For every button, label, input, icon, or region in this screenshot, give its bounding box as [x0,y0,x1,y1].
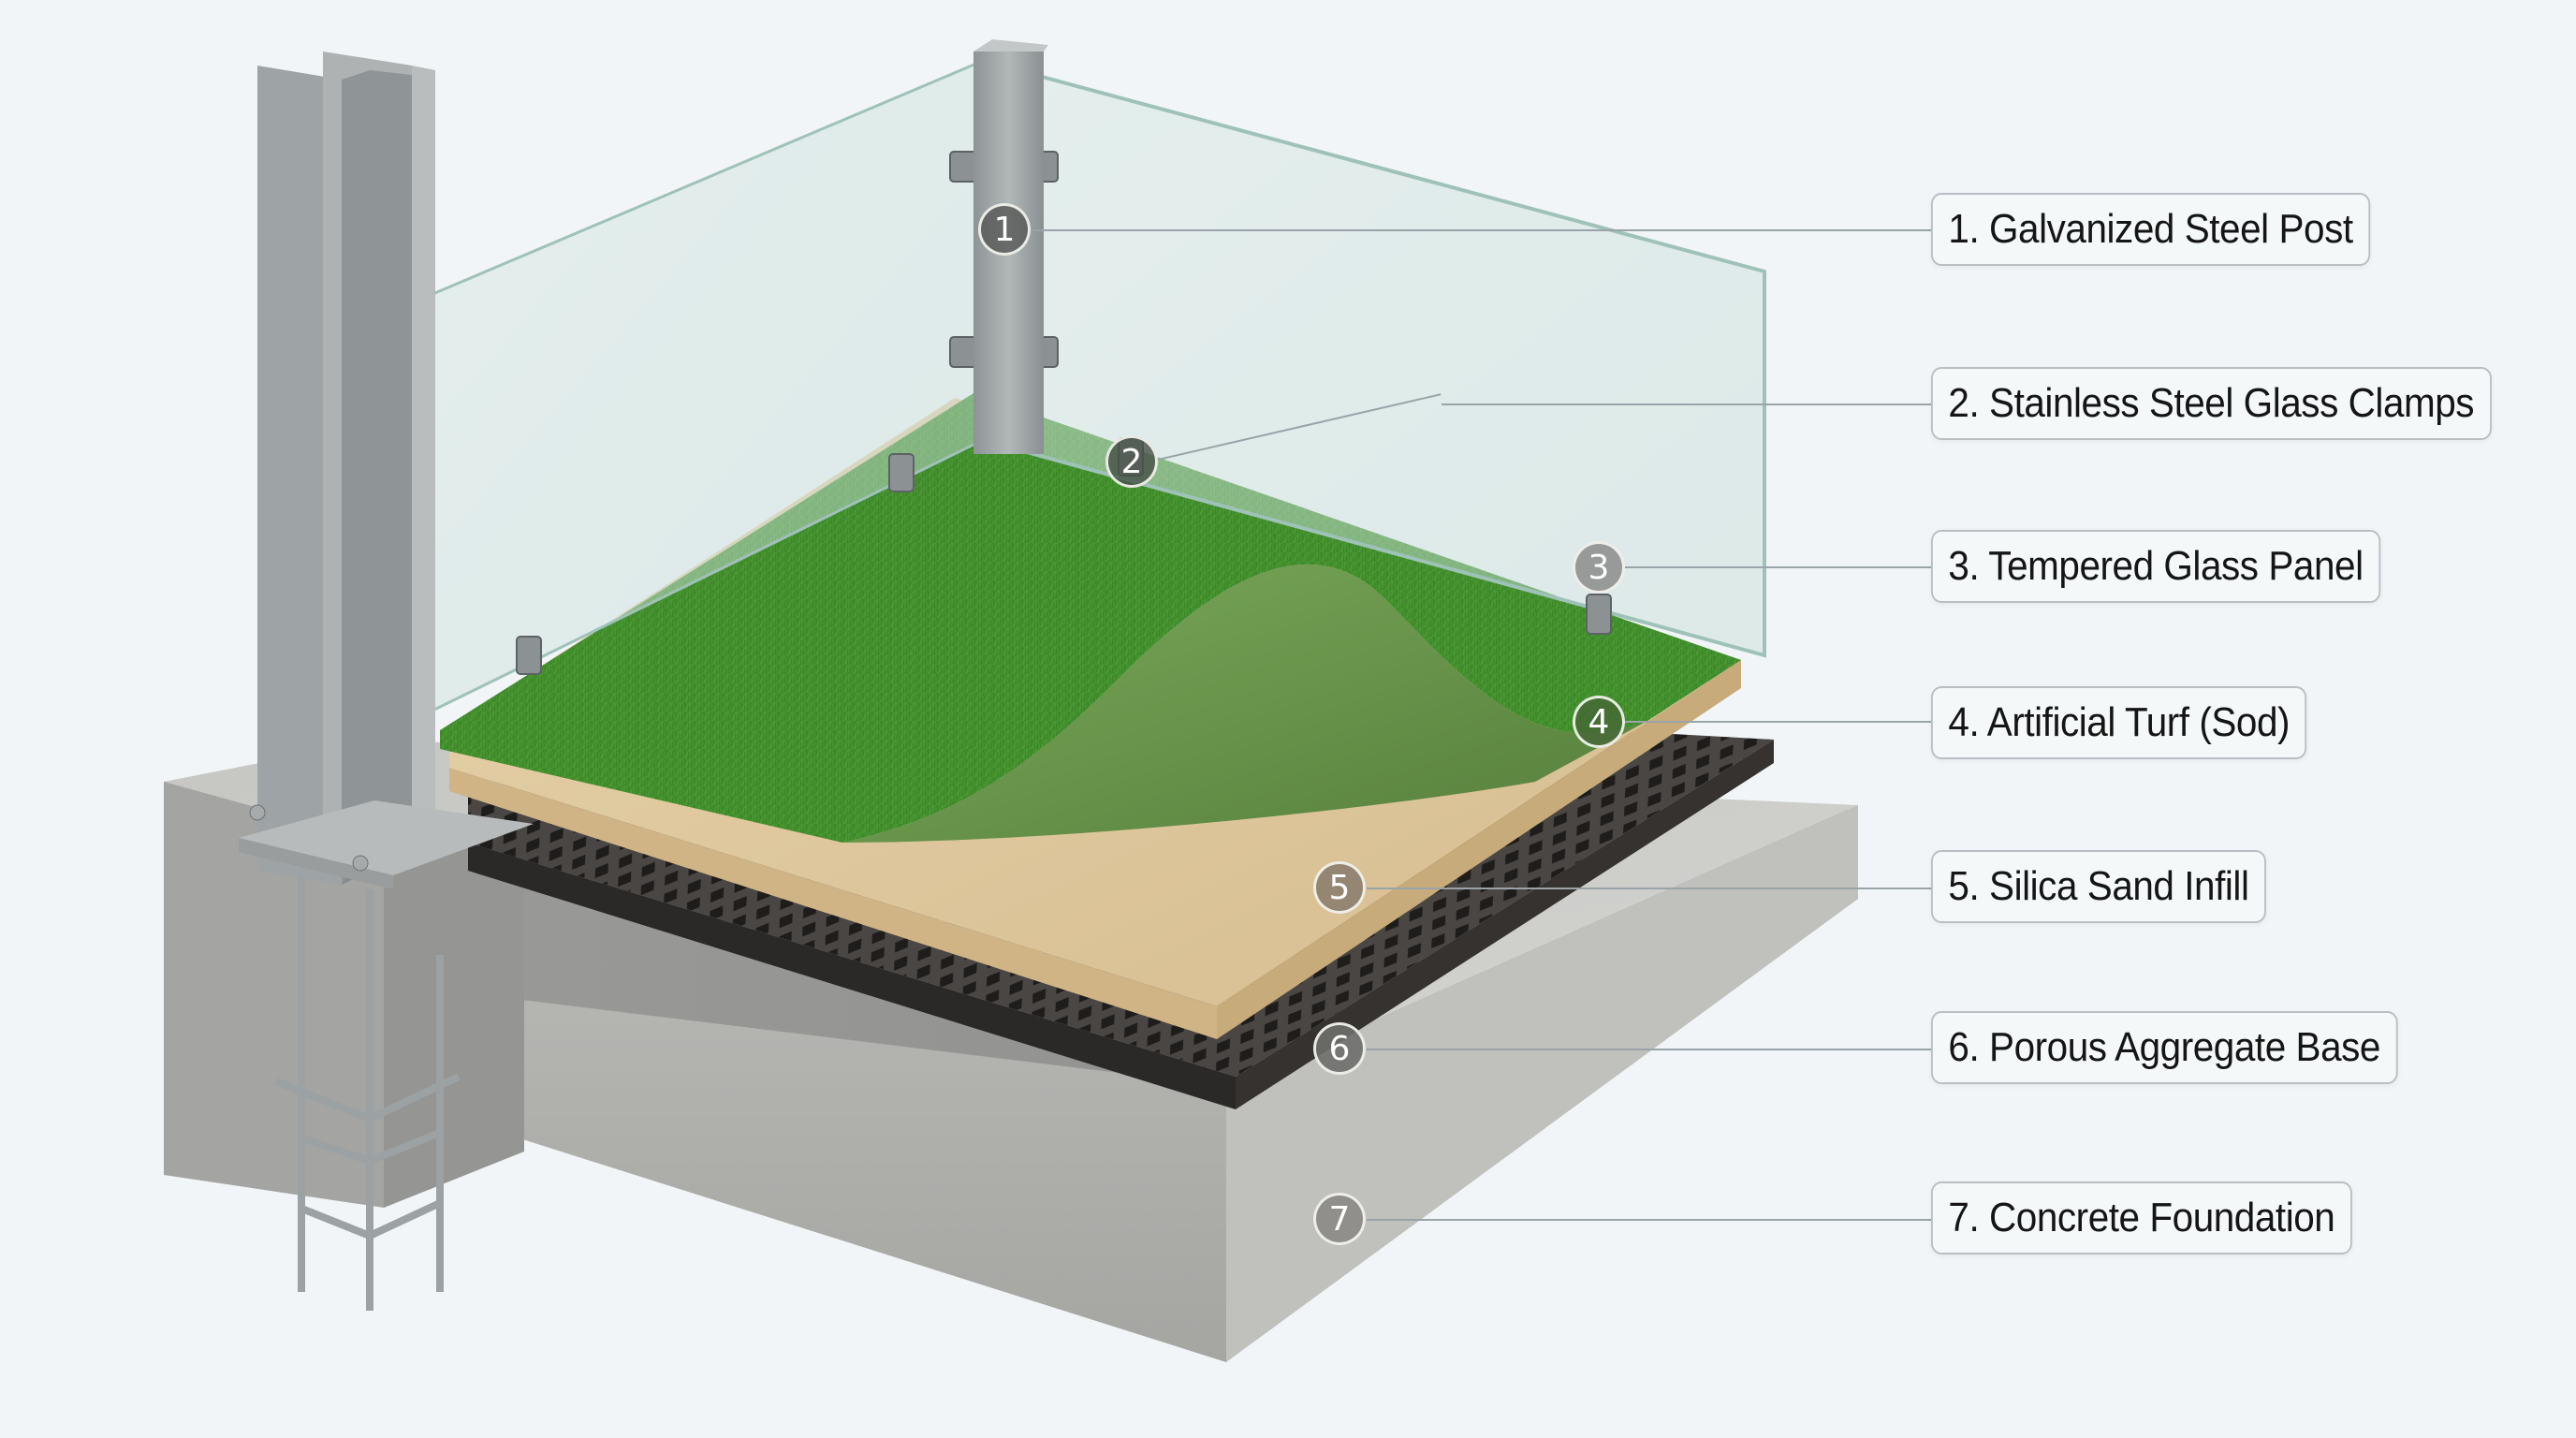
leader-line-4 [1624,721,1931,723]
callout-label-galvanized-steel-post[interactable]: 1. Galvanized Steel Post [1931,193,2371,266]
callout-marker-3[interactable]: 3 [1573,541,1625,594]
callout-marker-7[interactable]: 7 [1313,1193,1366,1245]
callout-label-silica-sand-infill[interactable]: 5. Silica Sand Infill [1931,850,2266,923]
callout-marker-1[interactable]: 1 [978,203,1031,256]
callout-marker-4[interactable]: 4 [1573,696,1625,748]
leader-line-5 [1367,888,1931,889]
callout-marker-6[interactable]: 6 [1313,1022,1366,1075]
leader-line-7 [1367,1219,1931,1221]
callout-marker-2[interactable]: 2 [1105,435,1158,488]
callout-marker-5[interactable]: 5 [1313,861,1366,914]
leader-line-1 [1028,229,1931,231]
callout-label-porous-aggregate-base[interactable]: 6. Porous Aggregate Base [1931,1011,2398,1084]
leader-line-6 [1367,1049,1931,1050]
callout-label-artificial-turf[interactable]: 4. Artificial Turf (Sod) [1931,686,2307,759]
leader-line-2b [1442,404,1931,405]
callout-label-glass-clamps[interactable]: 2. Stainless Steel Glass Clamps [1931,367,2492,440]
artificial-turf [440,393,1741,843]
callout-label-tempered-glass-panel[interactable]: 3. Tempered Glass Panel [1931,530,2381,603]
leader-line-3 [1624,566,1931,568]
callout-label-concrete-foundation[interactable]: 7. Concrete Foundation [1931,1181,2352,1255]
galvanized-steel-post [239,51,534,1311]
